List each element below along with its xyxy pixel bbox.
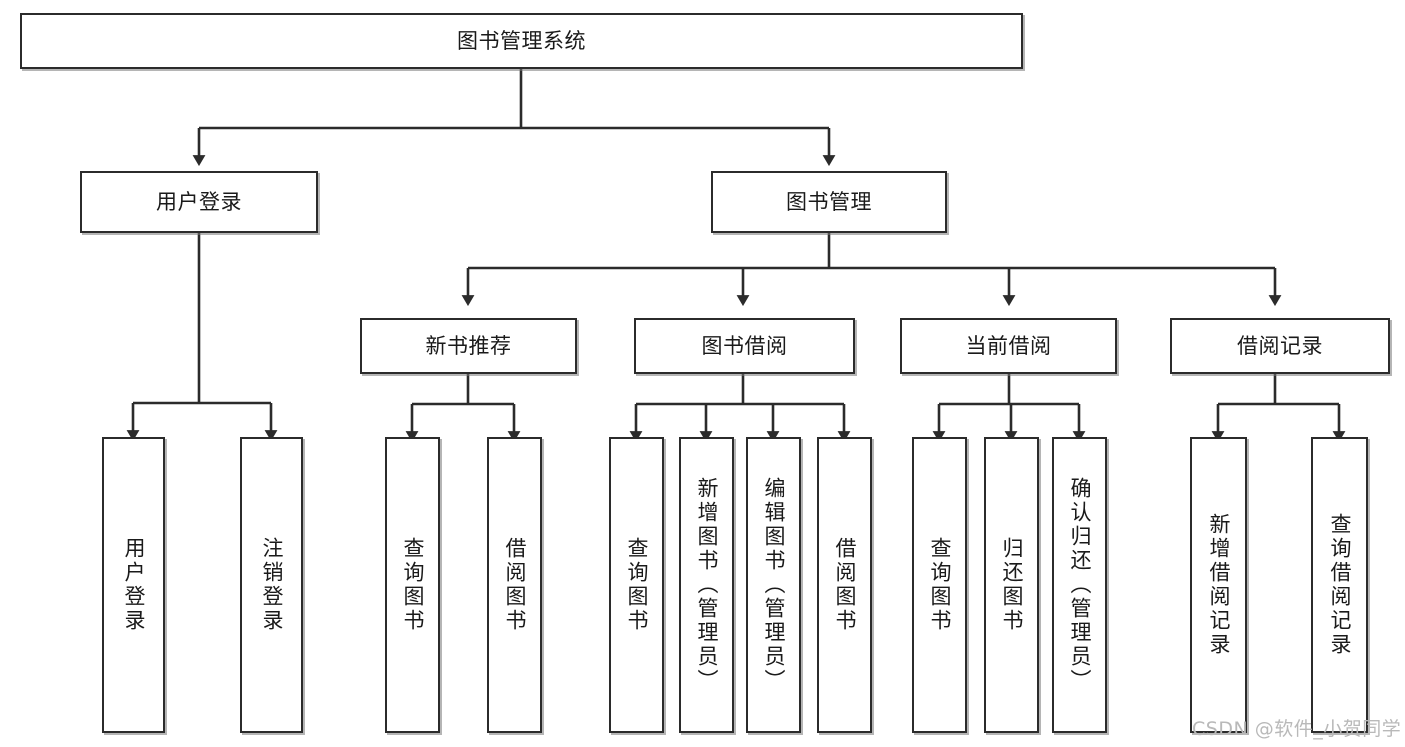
node-leaf-query-book-rec[interactable]: 查询图书 (385, 437, 440, 733)
node-leaf-add-borrow-record[interactable]: 新增借阅记录 (1190, 437, 1247, 733)
node-label-leaf-borrow-book-rec: 借阅图书 (503, 537, 527, 633)
node-label-leaf-confirm-return-admin: 确认归还（管理员） (1068, 477, 1092, 693)
node-leaf-edit-book-admin[interactable]: 编辑图书（管理员） (746, 437, 801, 733)
node-leaf-borrow-book-rec[interactable]: 借阅图书 (487, 437, 542, 733)
node-root[interactable]: 图书管理系统 (20, 13, 1023, 69)
node-label-leaf-return-book: 归还图书 (1000, 537, 1024, 633)
node-label-leaf-borrow-book: 借阅图书 (833, 537, 857, 633)
node-label-user-login: 用户登录 (156, 189, 242, 214)
node-leaf-query-book-borrow[interactable]: 查询图书 (609, 437, 664, 733)
node-label-borrow-record: 借阅记录 (1237, 333, 1323, 358)
node-label-leaf-query-borrow-record: 查询借阅记录 (1328, 513, 1352, 657)
node-label-leaf-logout-login: 注销登录 (260, 537, 284, 633)
node-label-leaf-add-borrow-record: 新增借阅记录 (1207, 513, 1231, 657)
node-label-leaf-query-book-borrow: 查询图书 (625, 537, 649, 633)
node-book-manage[interactable]: 图书管理 (711, 171, 947, 233)
node-new-book-recommend[interactable]: 新书推荐 (360, 318, 577, 374)
node-label-leaf-add-book-admin: 新增图书（管理员） (695, 477, 719, 693)
node-leaf-logout-login[interactable]: 注销登录 (240, 437, 303, 733)
node-leaf-confirm-return-admin[interactable]: 确认归还（管理员） (1052, 437, 1107, 733)
node-label-book-manage: 图书管理 (786, 189, 872, 214)
node-label-leaf-edit-book-admin: 编辑图书（管理员） (762, 477, 786, 693)
node-label-root: 图书管理系统 (457, 28, 586, 53)
node-label-leaf-user-login: 用户登录 (122, 537, 146, 633)
node-leaf-borrow-book[interactable]: 借阅图书 (817, 437, 872, 733)
node-label-leaf-query-book-current: 查询图书 (928, 537, 952, 633)
node-borrow-record[interactable]: 借阅记录 (1170, 318, 1390, 374)
node-user-login[interactable]: 用户登录 (80, 171, 318, 233)
node-current-borrow[interactable]: 当前借阅 (900, 318, 1117, 374)
node-leaf-return-book[interactable]: 归还图书 (984, 437, 1039, 733)
node-leaf-query-borrow-record[interactable]: 查询借阅记录 (1311, 437, 1368, 733)
node-leaf-user-login[interactable]: 用户登录 (102, 437, 165, 733)
node-leaf-query-book-current[interactable]: 查询图书 (912, 437, 967, 733)
node-label-current-borrow: 当前借阅 (965, 333, 1052, 358)
node-label-new-book-recommend: 新书推荐 (425, 333, 512, 358)
node-leaf-add-book-admin[interactable]: 新增图书（管理员） (679, 437, 734, 733)
node-book-borrow[interactable]: 图书借阅 (634, 318, 855, 374)
node-label-book-borrow: 图书借阅 (701, 333, 788, 358)
node-label-leaf-query-book-rec: 查询图书 (401, 537, 425, 633)
